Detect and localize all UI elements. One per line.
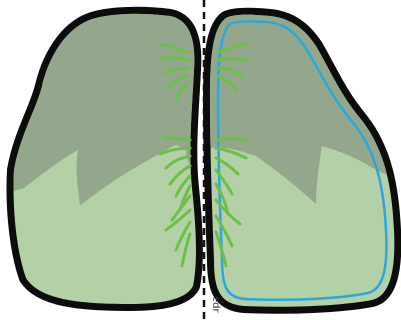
right-lobe — [200, 0, 401, 307]
strand — [218, 59, 248, 61]
midline-label: edr — [210, 296, 221, 314]
strand — [216, 139, 246, 141]
